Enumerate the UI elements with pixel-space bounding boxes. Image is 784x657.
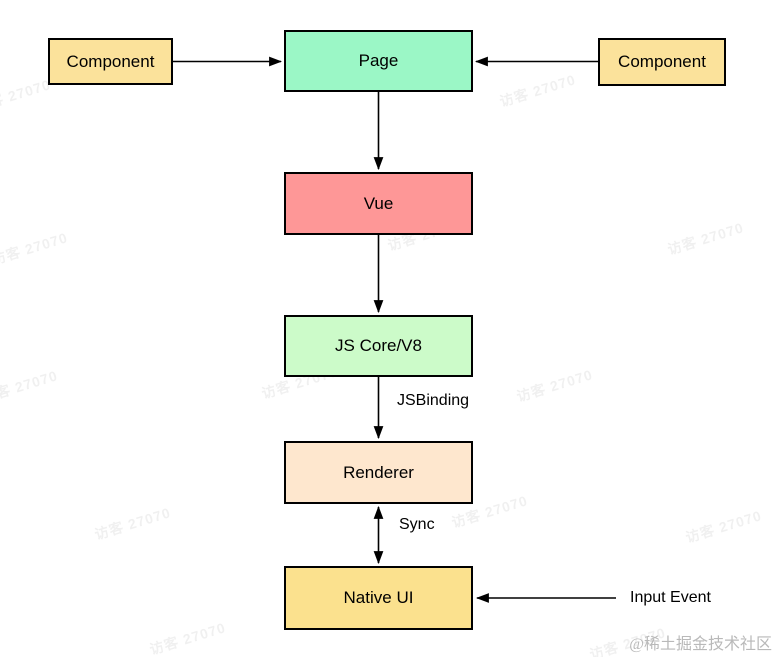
edge-label-sync: Sync: [399, 516, 435, 533]
node-js-core: JS Core/V8: [284, 315, 473, 377]
node-component-right: Component: [598, 38, 726, 86]
credit-watermark: @稀土掘金技术社区: [629, 636, 772, 653]
node-vue: Vue: [284, 172, 473, 235]
edge-label-input-event: Input Event: [630, 589, 711, 606]
node-component-left: Component: [48, 38, 173, 85]
node-page: Page: [284, 30, 473, 92]
node-native-ui: Native UI: [284, 566, 473, 630]
edge-label-jsbinding: JSBinding: [397, 392, 470, 409]
node-renderer: Renderer: [284, 441, 473, 504]
